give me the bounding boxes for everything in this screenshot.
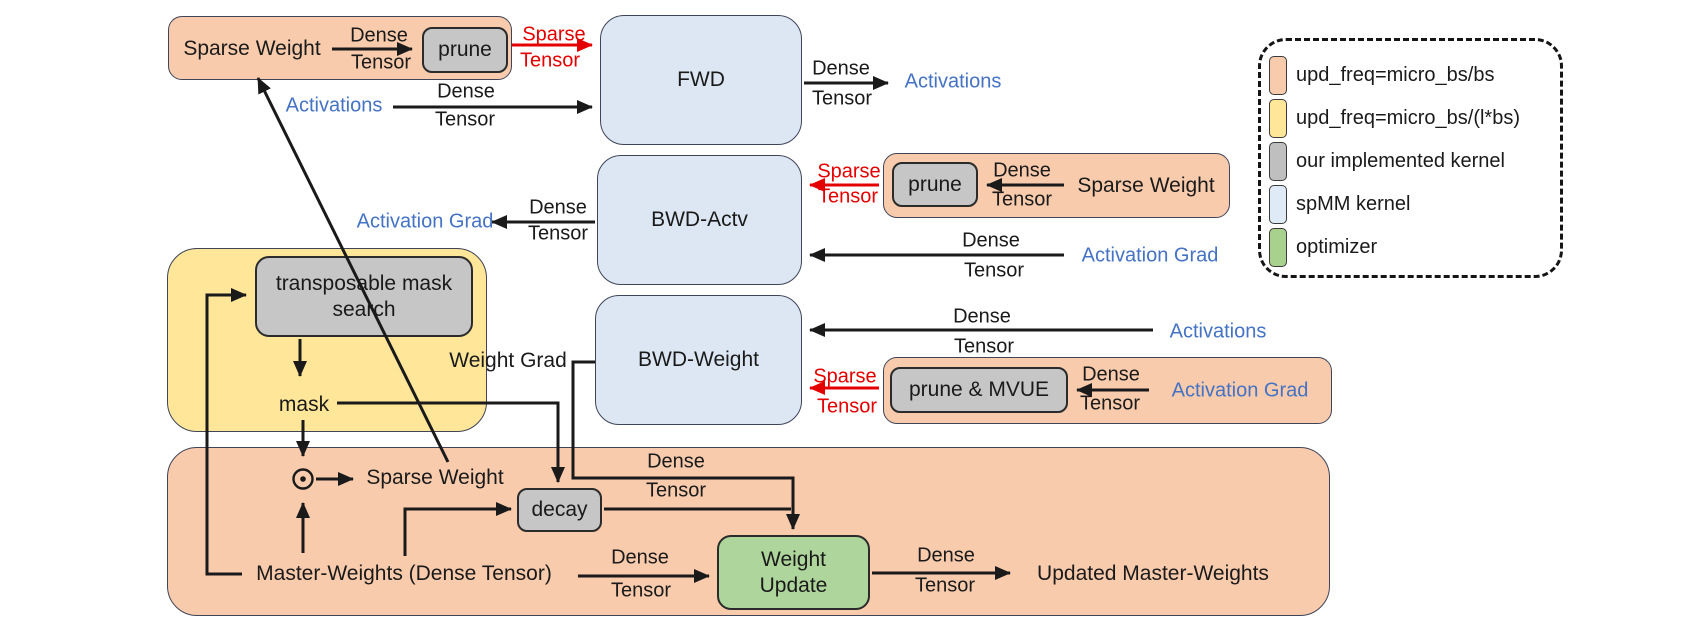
- legend-item-optimizer: optimizer: [1269, 227, 1377, 267]
- legend-label: our implemented kernel: [1296, 149, 1505, 172]
- legend-swatch-green: [1269, 227, 1287, 267]
- fwd-label: FWD: [677, 68, 725, 92]
- sparse-red-label-3: Sparse: [813, 365, 877, 388]
- tensor-label-9: Tensor: [645, 479, 707, 502]
- legend-item-upd-freq-lbs: upd_freq=micro_bs/(l*bs): [1269, 98, 1520, 138]
- bwd-weight-box: BWD-Weight: [595, 295, 802, 425]
- tensor-label-11: Tensor: [914, 574, 976, 597]
- fwd-box: FWD: [600, 15, 802, 145]
- legend-swatch-peach: [1269, 55, 1287, 95]
- tensor-red-label-1: Tensor: [519, 49, 581, 72]
- tensor-label-5: Tensor: [991, 188, 1053, 211]
- activation-grad-row3-label: Activation Grad: [1171, 379, 1309, 402]
- activations-output-label: Activations: [904, 70, 1002, 93]
- tensor-label-4: Tensor: [527, 222, 589, 245]
- tensor-label-8: Tensor: [1079, 392, 1141, 415]
- dense-label-10: Dense: [611, 546, 669, 569]
- activations-input-label: Activations: [285, 94, 383, 117]
- transposable-mask-search-box: transposable mask search: [255, 256, 473, 337]
- dense-label-6: Dense: [962, 229, 1020, 252]
- prune-bwd-kernel-box: prune: [892, 162, 978, 207]
- tensor-label-1: Tensor: [350, 51, 412, 74]
- weight-update-box: Weight Update: [717, 535, 870, 610]
- activation-grad-left-label: Activation Grad: [356, 210, 494, 233]
- master-weights-label: Master-Weights (Dense Tensor): [256, 561, 552, 585]
- sparse-weight-bottom-label: Sparse Weight: [366, 465, 504, 489]
- prune-bwd-label: prune: [908, 172, 962, 196]
- legend-label: upd_freq=micro_bs/(l*bs): [1296, 106, 1520, 129]
- tensor-label-2: Tensor: [434, 108, 496, 131]
- sparse-weight-top-label: Sparse Weight: [183, 36, 321, 60]
- dense-label-9: Dense: [647, 450, 705, 473]
- dense-label-11: Dense: [917, 544, 975, 567]
- prune-mvue-label: prune & MVUE: [908, 378, 1050, 402]
- dense-label-2: Dense: [437, 80, 495, 103]
- dense-label-5: Dense: [993, 159, 1051, 182]
- sparse-weight-right-label: Sparse Weight: [1077, 173, 1215, 197]
- dense-label-7: Dense: [953, 305, 1011, 328]
- tensor-label-7: Tensor: [953, 335, 1015, 358]
- updated-master-weights-label: Updated Master-Weights: [1037, 561, 1269, 585]
- dense-label-1: Dense: [350, 24, 408, 47]
- legend-item-upd-freq-bs: upd_freq=micro_bs/bs: [1269, 55, 1494, 95]
- legend-swatch-gray: [1269, 141, 1287, 181]
- sparse-red-label-2: Sparse: [817, 160, 881, 183]
- decay-label: decay: [531, 498, 588, 522]
- prune-fwd-label: prune: [438, 38, 492, 62]
- legend-box: upd_freq=micro_bs/bs upd_freq=micro_bs/(…: [1258, 38, 1563, 278]
- dense-label-8: Dense: [1082, 363, 1140, 386]
- sparse-red-label-1: Sparse: [522, 23, 586, 46]
- tensor-red-label-3: Tensor: [816, 395, 878, 418]
- tensor-label-3: Tensor: [811, 87, 873, 110]
- transposable-mask-search-label: transposable mask search: [275, 272, 453, 321]
- legend-item-implemented-kernel: our implemented kernel: [1269, 141, 1505, 181]
- weight-grad-label: Weight Grad: [449, 348, 567, 372]
- legend-item-spmm-kernel: spMM kernel: [1269, 184, 1410, 224]
- tensor-label-10: Tensor: [610, 579, 672, 602]
- legend-swatch-blue: [1269, 184, 1287, 224]
- legend-label: spMM kernel: [1296, 192, 1411, 215]
- tensor-red-label-2: Tensor: [817, 185, 879, 208]
- legend-swatch-yellow: [1269, 98, 1287, 138]
- decay-box: decay: [517, 488, 602, 532]
- weight-update-label: Weight Update: [759, 548, 828, 597]
- legend-label: optimizer: [1296, 235, 1378, 258]
- activations-row3-label: Activations: [1169, 320, 1267, 343]
- dense-label-4: Dense: [529, 196, 587, 219]
- activation-grad-row2-label: Activation Grad: [1081, 244, 1219, 267]
- mask-label: mask: [278, 392, 330, 416]
- bwd-weight-label: BWD-Weight: [638, 348, 759, 372]
- bwd-actv-box: BWD-Actv: [597, 155, 802, 285]
- prune-mvue-kernel-box: prune & MVUE: [890, 367, 1068, 413]
- tensor-label-6: Tensor: [963, 259, 1025, 282]
- dense-label-3: Dense: [812, 57, 870, 80]
- bwd-actv-label: BWD-Actv: [651, 208, 748, 232]
- legend-label: upd_freq=micro_bs/bs: [1296, 63, 1495, 86]
- prune-fwd-kernel-box: prune: [422, 27, 508, 73]
